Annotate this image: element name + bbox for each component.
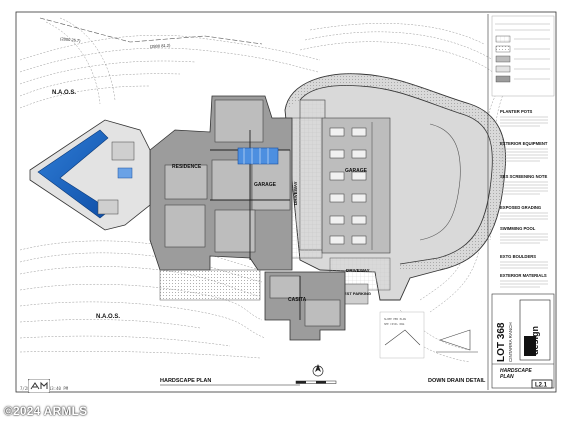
firm-logo-mark bbox=[524, 336, 536, 356]
grade-label-2: (2800 81.2) bbox=[150, 43, 171, 49]
note-heading-ses-screening: SES SCREENING NOTE bbox=[500, 174, 547, 179]
note-heading-exterior-equipment: EXTERIOR EQUIPMENT bbox=[500, 141, 548, 146]
residence-label: RESIDENCE bbox=[172, 164, 202, 170]
driveway-main-label: DRIVEWAY bbox=[293, 181, 298, 205]
lot-number: LOT 368 bbox=[496, 322, 507, 362]
svg-text:SLOPE PER PLAN: SLOPE PER PLAN bbox=[384, 317, 406, 321]
residence bbox=[149, 95, 293, 271]
note-heading-planter-pots: PLANTER POTS bbox=[500, 109, 533, 114]
driveway-lower-label: DRIVEWAY bbox=[346, 268, 370, 273]
project-name: CINTARRA RANCH bbox=[508, 322, 513, 362]
sheet-number: L2.1 bbox=[535, 383, 548, 389]
garage-main-label: GARAGE bbox=[254, 182, 277, 188]
note-heading-exposed-grading: EXPOSED GRADING bbox=[500, 205, 541, 210]
casita bbox=[264, 271, 346, 341]
notes-block: PLANTER POTS EXTERIOR EQUIPMENT SES SCRE… bbox=[500, 109, 548, 288]
grading-limit-line bbox=[39, 17, 263, 45]
pool-terrace bbox=[29, 119, 151, 231]
note-heading-exterior-materials: EXTERIOR MATERIALS bbox=[500, 273, 547, 278]
naos-label-bottom: N.A.O.S. bbox=[96, 314, 120, 320]
scale-bar bbox=[295, 380, 337, 384]
armls-logo-icon bbox=[28, 379, 50, 393]
sheet-title-line-2: PLAN bbox=[500, 374, 514, 380]
detail-callout: SLOPE PER PLAN SEE CIVIL DWG bbox=[379, 311, 425, 359]
grade-label-1: (2800 26.7) bbox=[60, 36, 82, 43]
north-arrow-icon bbox=[312, 364, 324, 377]
guest-parking-label: GUEST PARKING bbox=[338, 291, 371, 296]
copyright-watermark: ©2024 ARMLS bbox=[4, 404, 88, 418]
svg-text:SEE CIVIL DWG: SEE CIVIL DWG bbox=[384, 322, 405, 326]
legend-block bbox=[491, 15, 555, 97]
down-drain-detail-caption: DOWN DRAIN DETAIL bbox=[428, 378, 486, 384]
hardscape-plan-caption: HARDSCAPE PLAN bbox=[160, 378, 211, 384]
title-block: LOT 368 CINTARRA RANCH design HARDSCAPE … bbox=[491, 293, 555, 389]
garage-right-label: GARAGE bbox=[345, 168, 368, 174]
note-heading-extg-boulders: EXTG BOULDERS bbox=[500, 254, 536, 259]
casita-label: CASITA bbox=[288, 297, 307, 303]
garage-right bbox=[321, 117, 391, 254]
sheet-title-line-1: HARDSCAPE bbox=[500, 368, 532, 374]
spa bbox=[117, 167, 133, 179]
down-drain-detail-sketch bbox=[436, 329, 478, 353]
note-heading-swimming-pool: SWIMMING POOL bbox=[500, 226, 536, 231]
naos-label-top: N.A.O.S. bbox=[52, 90, 76, 96]
lower-patio bbox=[159, 269, 261, 301]
